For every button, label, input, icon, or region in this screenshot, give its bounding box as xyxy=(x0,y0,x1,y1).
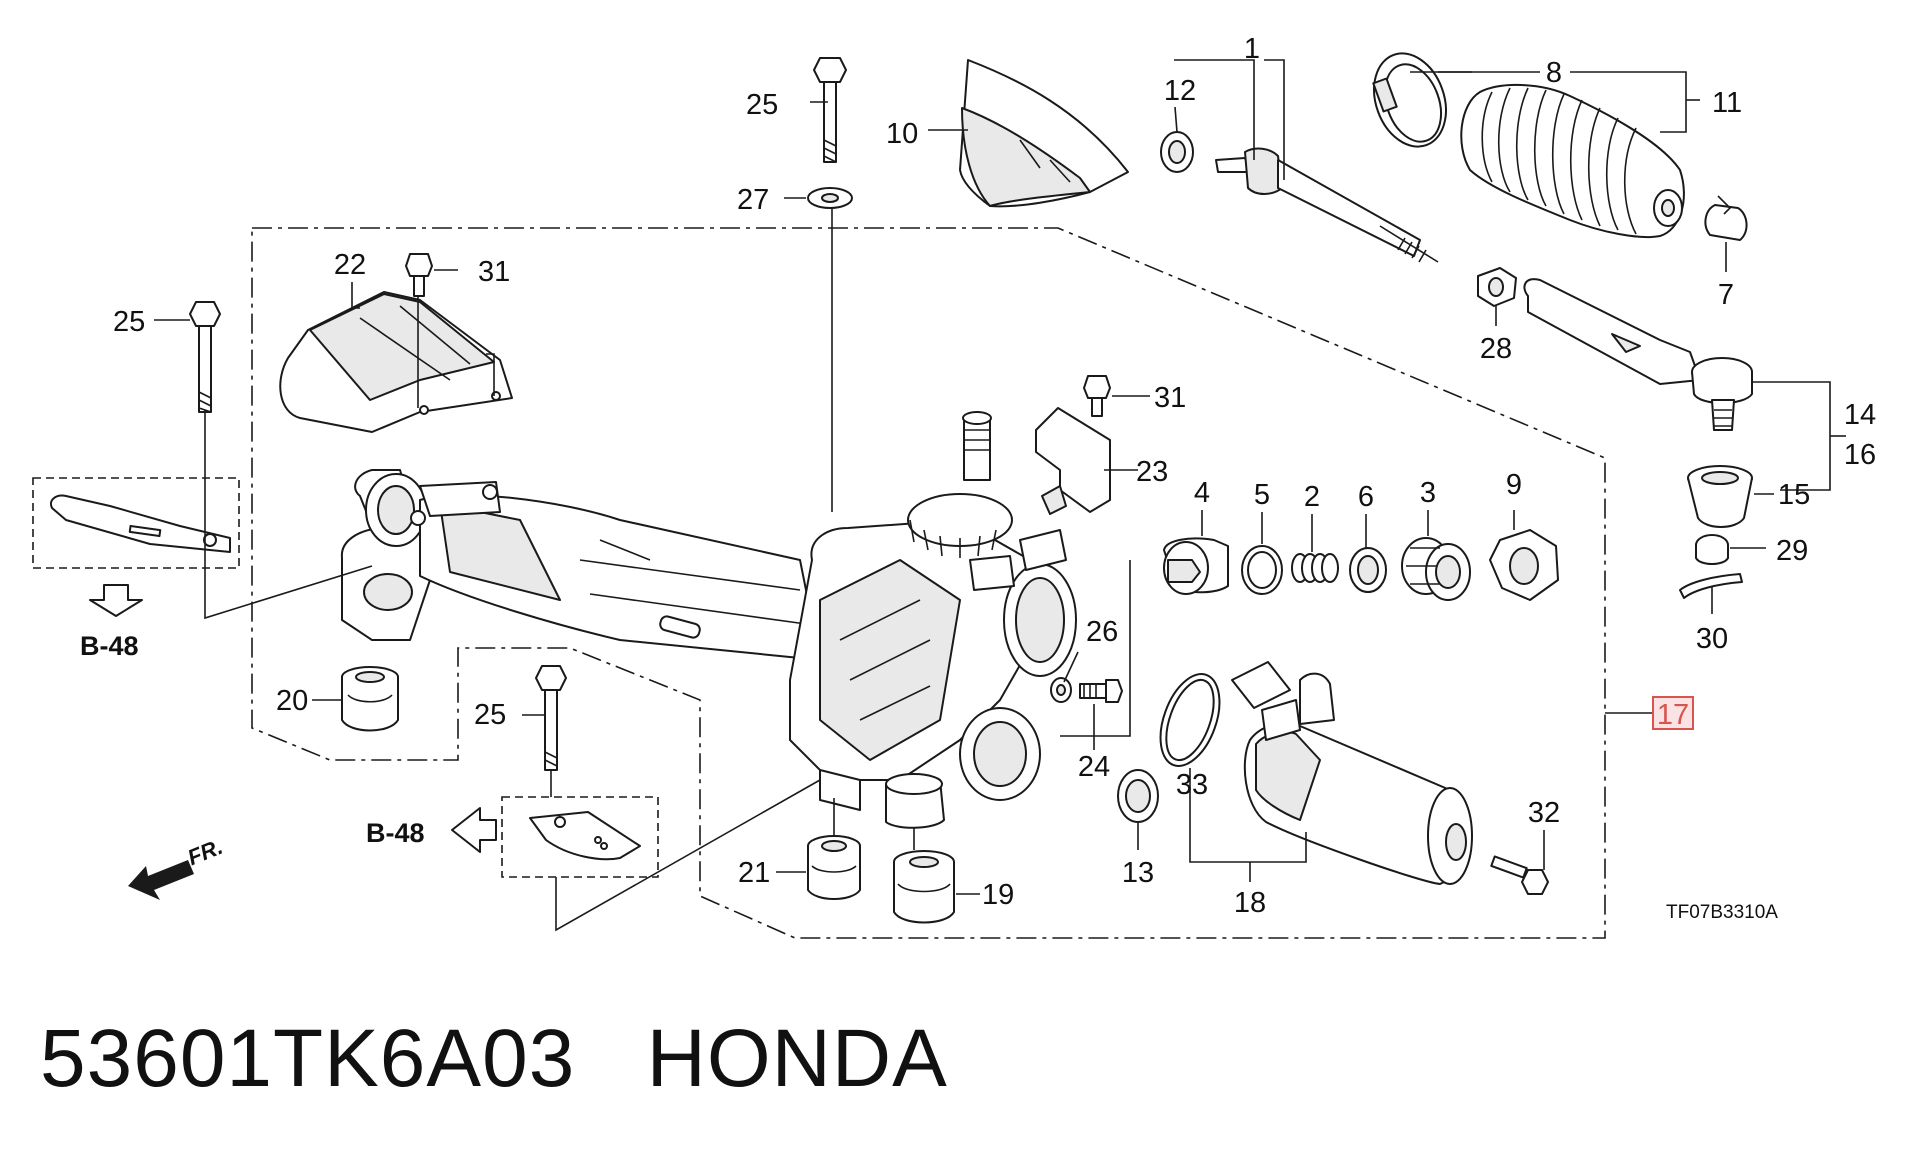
part-19-bushing xyxy=(893,850,955,924)
callout-28: 28 xyxy=(1480,333,1512,365)
bracket-left xyxy=(50,494,231,553)
part-30-cotter-pin xyxy=(1679,573,1743,599)
bracket-detail-box-left xyxy=(32,477,240,569)
part-11-rack-boot xyxy=(1460,84,1685,239)
section-ref-bottom: B-48 xyxy=(366,818,425,848)
callout-2: 2 xyxy=(1304,481,1320,513)
part-33-o-ring xyxy=(1159,673,1221,767)
part-19-bushing-split xyxy=(885,773,945,829)
section-ref-left: B-48 xyxy=(80,631,139,661)
part-31-bolt-b xyxy=(1083,375,1111,417)
callout-10: 10 xyxy=(886,118,918,150)
callout-16: 16 xyxy=(1844,439,1876,471)
callout-1: 1 xyxy=(1244,33,1260,65)
callout-25-bottom: 25 xyxy=(474,699,506,731)
callout-5: 5 xyxy=(1254,479,1270,511)
callout-20: 20 xyxy=(276,685,308,717)
callout-33: 33 xyxy=(1176,769,1208,801)
part-5-o-ring xyxy=(1241,545,1283,595)
callout-6: 6 xyxy=(1358,481,1374,513)
callout-23: 23 xyxy=(1136,456,1168,488)
part-7-clip xyxy=(1704,195,1748,241)
part-28-nut xyxy=(1477,267,1517,307)
part-32-bolt xyxy=(1490,855,1549,895)
part-9-lock-nut xyxy=(1489,529,1559,601)
part-number: 53601TK6A03 xyxy=(40,1013,576,1104)
callout-31-top: 31 xyxy=(478,256,510,288)
callout-18: 18 xyxy=(1234,887,1266,919)
callout-22: 22 xyxy=(334,249,366,281)
leader-lines xyxy=(154,59,1846,932)
part-6-seal-ring xyxy=(1349,547,1387,593)
part-3-cap xyxy=(1401,537,1471,601)
callout-31-mid: 31 xyxy=(1154,382,1186,414)
callout-9: 9 xyxy=(1506,469,1522,501)
callout-12: 12 xyxy=(1164,75,1196,107)
part-18-motor xyxy=(1231,661,1473,885)
callout-17: 17 xyxy=(1657,699,1689,731)
b48-arrow-down xyxy=(89,584,143,617)
part-10-cover xyxy=(959,59,1129,208)
part-8-clamp xyxy=(1372,52,1447,148)
part-29-castle-nut xyxy=(1695,534,1729,565)
part-27-washer xyxy=(807,187,853,209)
callout-11: 11 xyxy=(1712,87,1742,119)
part-14-tie-rod-end xyxy=(1523,278,1753,431)
part-22-heat-shield xyxy=(279,291,513,433)
callout-labels: 1 12 8 11 10 7 28 14 16 15 29 30 25 27 2… xyxy=(113,33,1876,919)
bracket-detail-box-bottom xyxy=(501,796,659,878)
part-13-seal xyxy=(1117,769,1159,823)
callout-32: 32 xyxy=(1528,797,1560,829)
callout-25-left: 25 xyxy=(113,306,145,338)
part-31-bolt-a xyxy=(405,253,433,297)
part-25-bolt-bottom xyxy=(535,665,567,771)
part-20-bushing xyxy=(341,666,399,732)
callout-3: 3 xyxy=(1420,477,1436,509)
callout-24: 24 xyxy=(1078,751,1110,783)
part-2-spring xyxy=(1291,553,1339,583)
assembly-boundary xyxy=(251,227,1606,939)
callout-19: 19 xyxy=(982,879,1014,911)
part-21-bushing xyxy=(807,835,861,900)
callout-15: 15 xyxy=(1778,479,1810,511)
part-24-bolt xyxy=(1079,679,1123,703)
callout-13: 13 xyxy=(1122,857,1154,889)
part-12-seal-ring xyxy=(1160,131,1194,173)
b48-arrow-left xyxy=(451,807,497,853)
bracket-bottom xyxy=(529,811,641,861)
callout-7: 7 xyxy=(1718,279,1734,311)
callout-4: 4 xyxy=(1194,477,1210,509)
steering-rack-housing xyxy=(340,411,1077,811)
part-25-bolt-left xyxy=(189,301,221,413)
part-26-washer xyxy=(1050,677,1072,703)
part-4-yoke xyxy=(1163,537,1229,595)
part-caption: 53601TK6A03 HONDA xyxy=(40,1012,948,1106)
callout-8: 8 xyxy=(1546,57,1562,89)
part-15-dust-boot xyxy=(1687,465,1753,528)
diagram-code: TF07B3310A xyxy=(1666,902,1778,923)
callout-17-highlight xyxy=(1652,696,1694,730)
part-25-bolt-top xyxy=(813,57,847,163)
callout-30: 30 xyxy=(1696,623,1728,655)
callout-26: 26 xyxy=(1086,616,1118,648)
part-23-bracket xyxy=(1035,407,1111,515)
front-direction-arrow xyxy=(128,860,194,900)
brand-name: HONDA xyxy=(646,1013,948,1104)
callout-27: 27 xyxy=(737,184,769,216)
callout-21: 21 xyxy=(738,857,770,889)
callout-29: 29 xyxy=(1776,535,1808,567)
part-1-tie-rod xyxy=(1215,147,1439,263)
callout-25-top: 25 xyxy=(746,89,778,121)
front-marker: FR. xyxy=(184,834,226,870)
callout-14: 14 xyxy=(1844,399,1876,431)
